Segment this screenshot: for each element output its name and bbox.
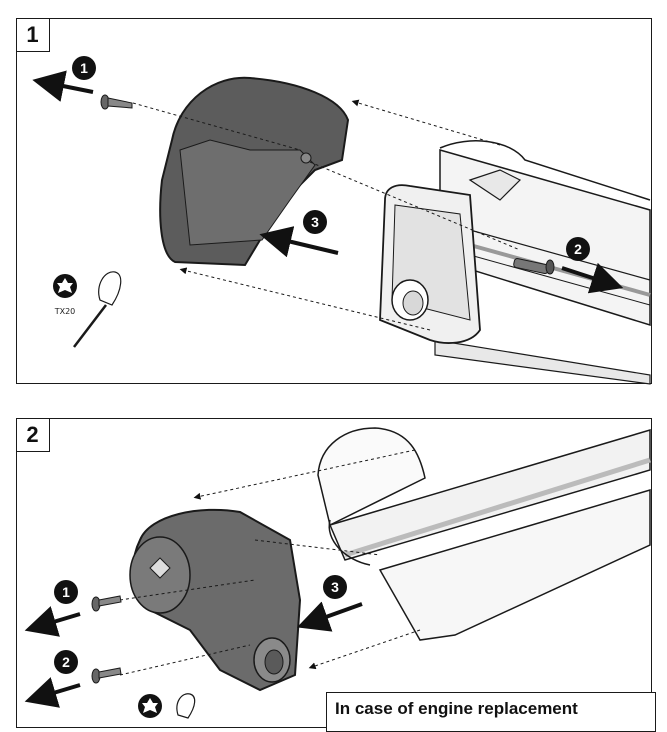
remove-arrow-2 <box>561 262 624 294</box>
screw-1-step-2 <box>91 595 122 612</box>
motor-housing-2 <box>129 508 302 692</box>
step-2-number: 2 <box>15 417 50 452</box>
svg-text:2: 2 <box>62 654 70 670</box>
torx-icon <box>53 274 77 298</box>
callout-3-step-1: 3 <box>303 210 327 234</box>
callout-1-step-1: 1 <box>72 56 96 80</box>
engine-replacement-note: In case of engine replacement <box>326 692 656 732</box>
screw-2-step-1 <box>513 258 555 275</box>
svg-text:1: 1 <box>80 60 88 76</box>
end-cap-housing-1 <box>379 169 522 344</box>
remove-arrow-1-step-2 <box>24 606 81 637</box>
screwdriver-icon <box>73 271 122 348</box>
svg-text:3: 3 <box>331 579 339 595</box>
svg-text:2: 2 <box>574 241 582 257</box>
svg-text:1: 1 <box>62 584 70 600</box>
insert-arrow-3-step-2 <box>296 601 363 632</box>
callout-3-step-2: 3 <box>323 575 347 599</box>
remove-arrow-1 <box>32 70 94 102</box>
callout-2-step-2: 2 <box>54 650 78 674</box>
remove-arrow-2-step-2 <box>24 677 81 708</box>
step-1-number: 1 <box>15 17 50 52</box>
screw-2-step-2 <box>91 667 122 684</box>
screw-1-step-1 <box>100 94 133 110</box>
torx-size-label: TX20 <box>54 307 76 316</box>
insert-arrow-3 <box>259 226 339 258</box>
svg-text:3: 3 <box>311 214 319 230</box>
callout-2-step-1: 2 <box>566 237 590 261</box>
cassette-rail-2 <box>317 427 651 641</box>
end-cap-cover-1 <box>159 76 350 267</box>
screwdriver-icon-step-2 <box>176 693 196 719</box>
torx-icon-step-2 <box>138 694 162 718</box>
callout-1-step-2: 1 <box>54 580 78 604</box>
